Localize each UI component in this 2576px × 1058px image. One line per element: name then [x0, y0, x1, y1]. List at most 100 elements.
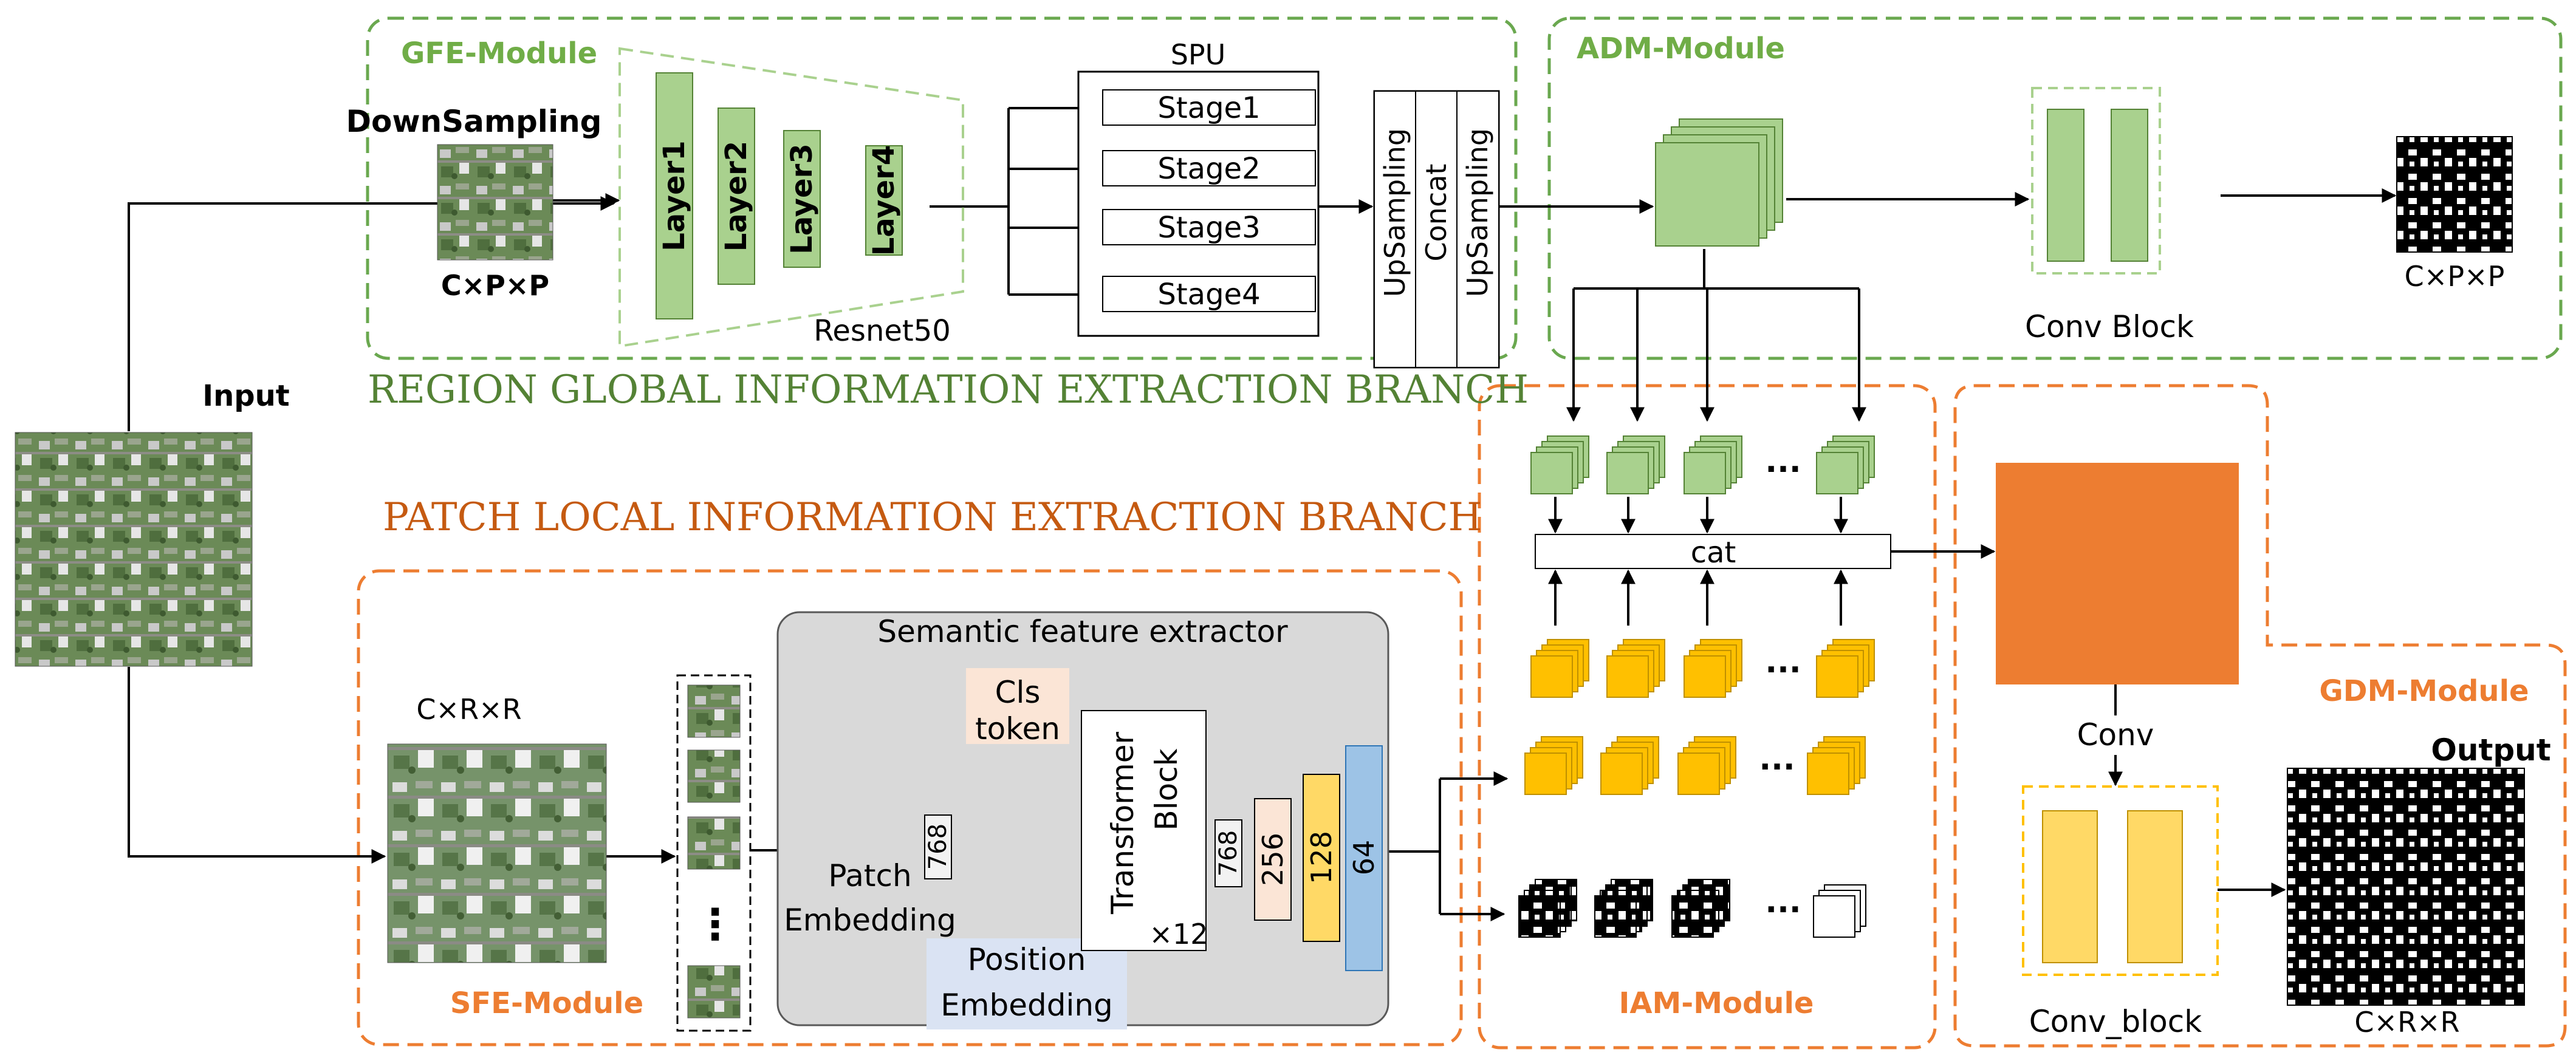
sfe-module-title: SFE-Module: [450, 986, 643, 1020]
adm-conv-block-label: Conv Block: [2025, 309, 2194, 344]
stage4-label: Stage4: [1157, 278, 1260, 312]
region-branch-caption: REGION GLOBAL INFORMATION EXTRACTION BRA…: [368, 367, 1529, 412]
patch-embedding-label-2: Embedding: [784, 903, 956, 938]
iam-yellow-stack-bottom-0: [1524, 736, 1583, 795]
concat-label: Concat: [1420, 164, 1453, 262]
iam-ellipsis-1: ...: [1765, 644, 1801, 680]
transformer-repeat-label: ×12: [1149, 918, 1208, 950]
iam-green-stack-3: [1816, 435, 1875, 494]
gdm-conv-block-frame: [2022, 785, 2219, 976]
stage2-label: Stage2: [1157, 152, 1260, 186]
iam-yellow-stack-bottom-3-layer: [1807, 753, 1849, 795]
iam-mask-stack-0: [1518, 879, 1577, 938]
stage1-label: Stage1: [1157, 91, 1260, 125]
layer2-block: [718, 108, 755, 285]
iam-yellow-stack-top-1: [1606, 639, 1665, 698]
iam-mask-stack-0-layer: [1518, 895, 1561, 938]
transformer-block-box: [1081, 710, 1207, 951]
iam-green-stack-2-layer: [1684, 452, 1726, 494]
transformer-label-1: Transformer: [1105, 732, 1140, 915]
gdm-conv-label: Conv: [2077, 717, 2154, 753]
sfe-module-frame: [357, 569, 1463, 1046]
stage1-box: [1102, 89, 1316, 126]
cls-token-label-2: token: [975, 711, 1060, 746]
iam-yellow-stack-top-2-layer: [1684, 655, 1726, 698]
upsampling-label-1: UpSampling: [1379, 128, 1411, 297]
adm-conv-bar-1: [2047, 109, 2084, 262]
iam-mask-stack-1: [1594, 879, 1653, 938]
patch-tile-2: [687, 816, 741, 870]
patch-tile-1: [687, 749, 741, 803]
iam-yellow-stack-top-3: [1816, 639, 1875, 698]
patch-tile-0: [687, 684, 741, 738]
sfe-crr-label: C×R×R: [416, 693, 521, 726]
cls-token-box: [966, 668, 1069, 744]
gdm-module-frame: [1953, 384, 2567, 1048]
input-label: Input: [202, 379, 290, 413]
dim-768-box-2: [1214, 819, 1242, 887]
position-embedding-box: [927, 938, 1127, 1029]
spacer: [1482, 386, 1501, 1048]
cat-label: cat: [1691, 536, 1736, 570]
dim-256-label: 256: [1256, 833, 1289, 886]
layer2-label: Layer2: [719, 141, 753, 251]
iam-ellipsis-0: ...: [1765, 443, 1801, 480]
adm-feature-stack-layer: [1655, 142, 1759, 247]
iam-mask-stack-2: [1671, 879, 1730, 938]
upsample-concat-column-2: [1456, 90, 1499, 368]
iam-yellow-stack-bottom-1: [1600, 736, 1659, 795]
iam-green-stack-2: [1684, 435, 1742, 494]
gfe-cpp-label: C×P×P: [441, 269, 549, 302]
spu-label: SPU: [1171, 38, 1226, 71]
iam-green-stack-0: [1530, 435, 1589, 494]
adm-module-frame: [1547, 16, 2563, 360]
adm-output-mask: [2396, 136, 2513, 253]
adm-cpp-label: C×P×P: [2405, 260, 2505, 293]
downsampled-image: [437, 144, 553, 261]
gdm-conv-block-label: Conv_block: [2029, 1004, 2202, 1039]
iam-green-stack-3-layer: [1816, 452, 1858, 494]
dim-64-label: 64: [1348, 840, 1380, 876]
output-label: Output: [2431, 732, 2550, 768]
gdm-conv-bar-2: [2127, 810, 2183, 963]
gfe-module-title: GFE-Module: [401, 36, 597, 70]
dim-64-box: [1345, 745, 1383, 971]
downsampling-label: DownSampling: [346, 104, 602, 139]
adm-feature-stack: [1655, 118, 1783, 247]
iam-yellow-stack-bottom-2: [1677, 736, 1736, 795]
iam-mask-stack-3: [1813, 884, 1866, 938]
transformer-label-2: Block: [1149, 748, 1184, 830]
layer4-label: Layer4: [867, 145, 901, 256]
iam-yellow-stack-bottom-0-layer: [1524, 753, 1567, 795]
adm-conv-bar-2: [2111, 109, 2148, 262]
iam-ellipsis-3: ...: [1765, 884, 1801, 920]
iam-green-stack-1-layer: [1606, 452, 1649, 494]
final-output-mask: [2287, 768, 2525, 1006]
patch-embedding-label-1: Patch: [828, 858, 911, 893]
gdm-crr-label: C×R×R: [2354, 1006, 2459, 1039]
input-image: [15, 432, 253, 667]
stage3-label: Stage3: [1157, 211, 1260, 245]
layer4-block: [865, 145, 903, 256]
iam-ellipsis-2: ...: [1759, 741, 1795, 777]
semantic-extractor-title: Semantic feature extractor: [877, 614, 1288, 649]
resnet50-label: Resnet50: [814, 314, 951, 348]
edge-input-to-sfe: [128, 667, 386, 864]
dim-256-box: [1254, 798, 1292, 921]
iam-yellow-stack-top-0: [1530, 639, 1589, 698]
dim-768-label-2: 768: [1214, 830, 1242, 876]
iam-mask-stack-3-layer: [1813, 895, 1855, 938]
dim-768-label-1: 768: [924, 824, 952, 870]
layer3-label: Layer3: [785, 143, 819, 254]
adm-module-title: ADM-Module: [1577, 32, 1785, 66]
iam-green-stack-0-layer: [1530, 452, 1573, 494]
upsampling-label-2: UpSampling: [1461, 128, 1494, 297]
gdm-module-title: GDM-Module: [2319, 674, 2529, 708]
iam-mask-stack-1-layer: [1594, 895, 1637, 938]
position-embedding-label-1: Position: [968, 942, 1086, 977]
stage3-box: [1102, 209, 1316, 245]
position-embedding-label-2: Embedding: [940, 988, 1113, 1023]
adm-conv-block-frame: [2031, 87, 2161, 275]
